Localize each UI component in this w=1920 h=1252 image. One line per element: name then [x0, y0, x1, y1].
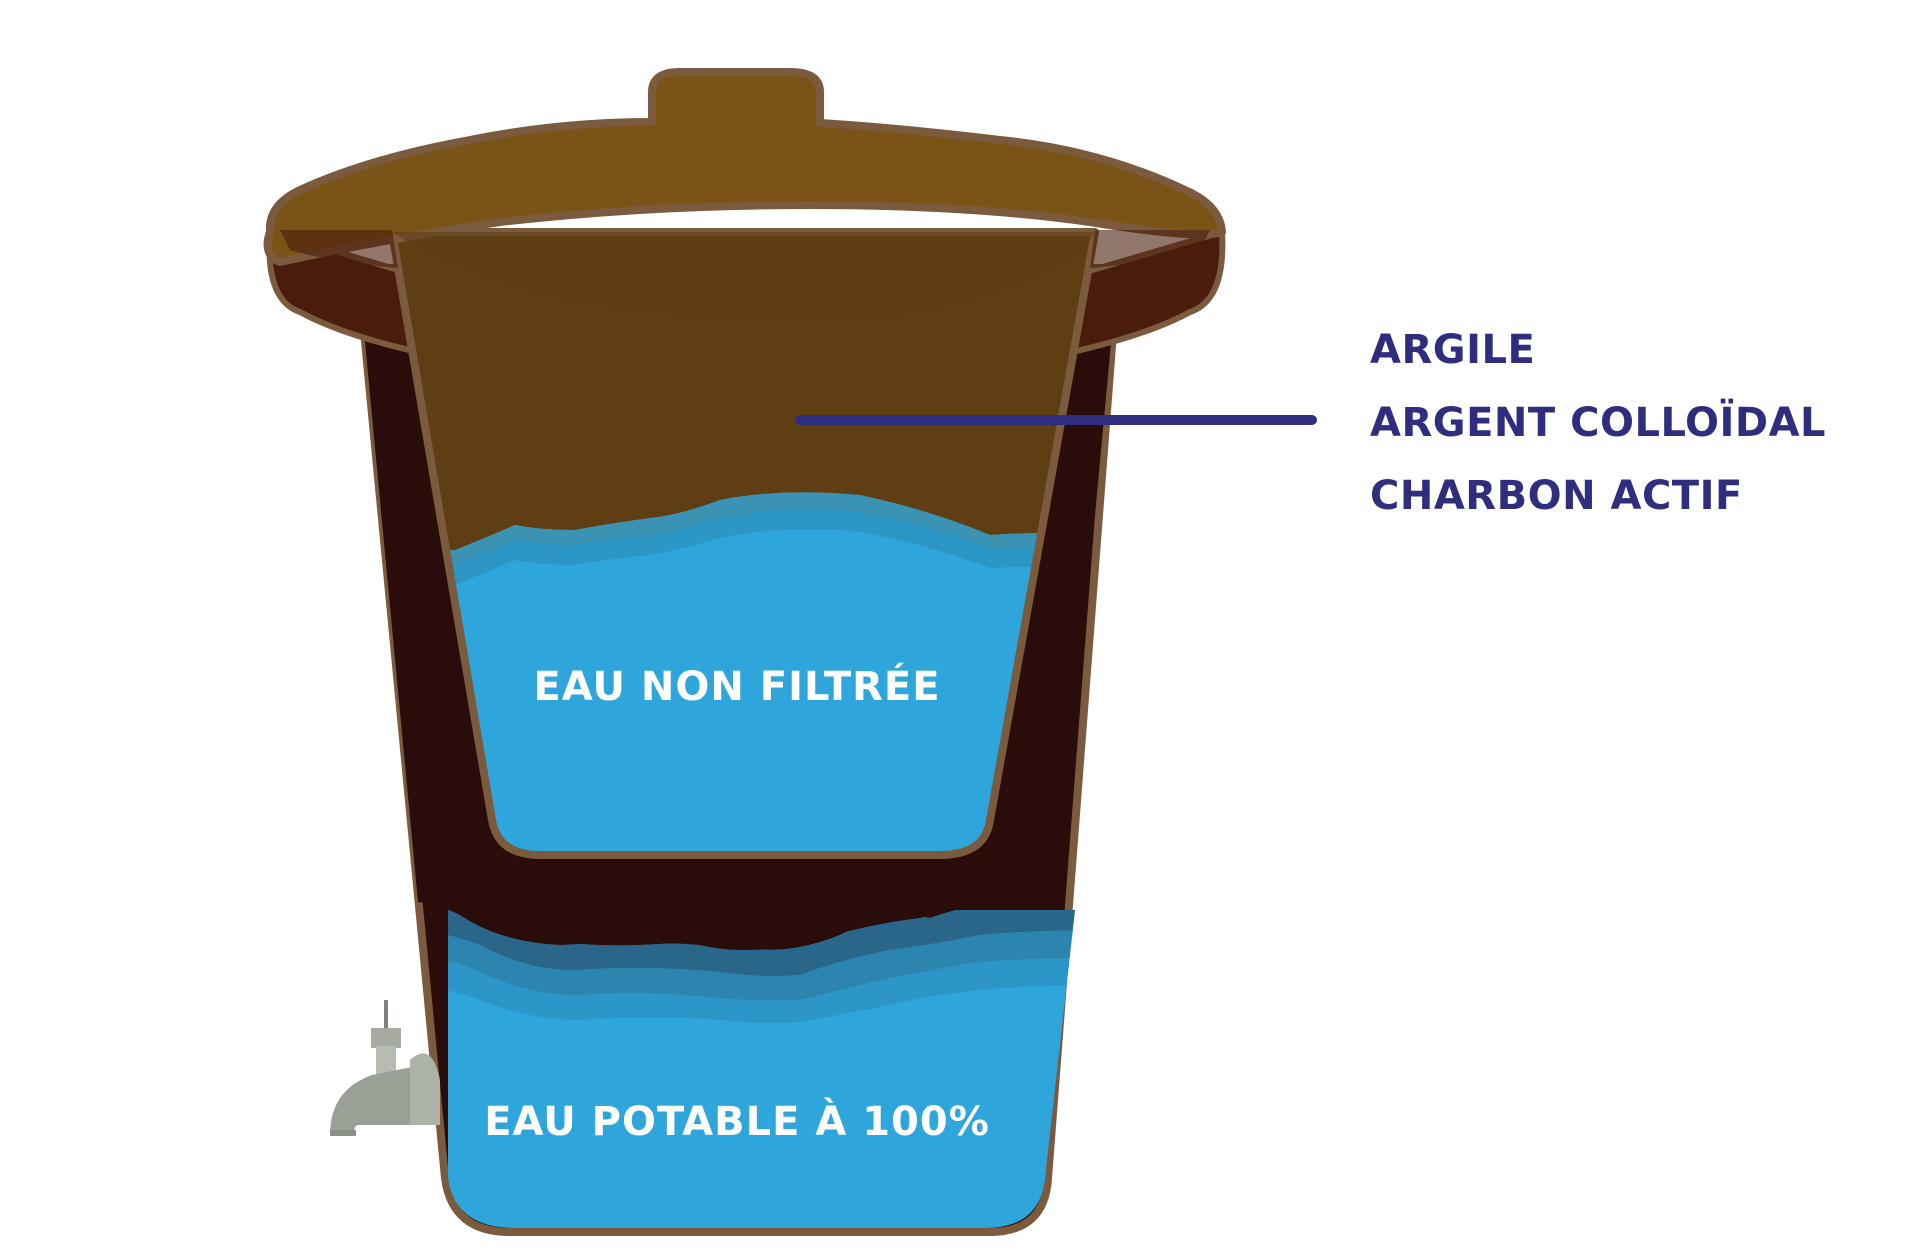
potable-water-label: EAU POTABLE À 100%: [484, 1097, 990, 1145]
filter-material-item: CHARBON ACTIF: [1370, 473, 1743, 519]
filter-material-item: ARGENT COLLOÏDAL: [1370, 398, 1826, 446]
filter-material-item: ARGILE: [1370, 327, 1535, 373]
tap-icon: [330, 1000, 440, 1136]
potable-water-chamber: [448, 910, 1075, 1228]
unfiltered-water-label: EAU NON FILTRÉE: [533, 662, 940, 710]
filter-materials-list: ARGILE ARGENT COLLOÏDAL CHARBON ACTIF: [1370, 327, 1826, 519]
lid: [263, 68, 1226, 323]
